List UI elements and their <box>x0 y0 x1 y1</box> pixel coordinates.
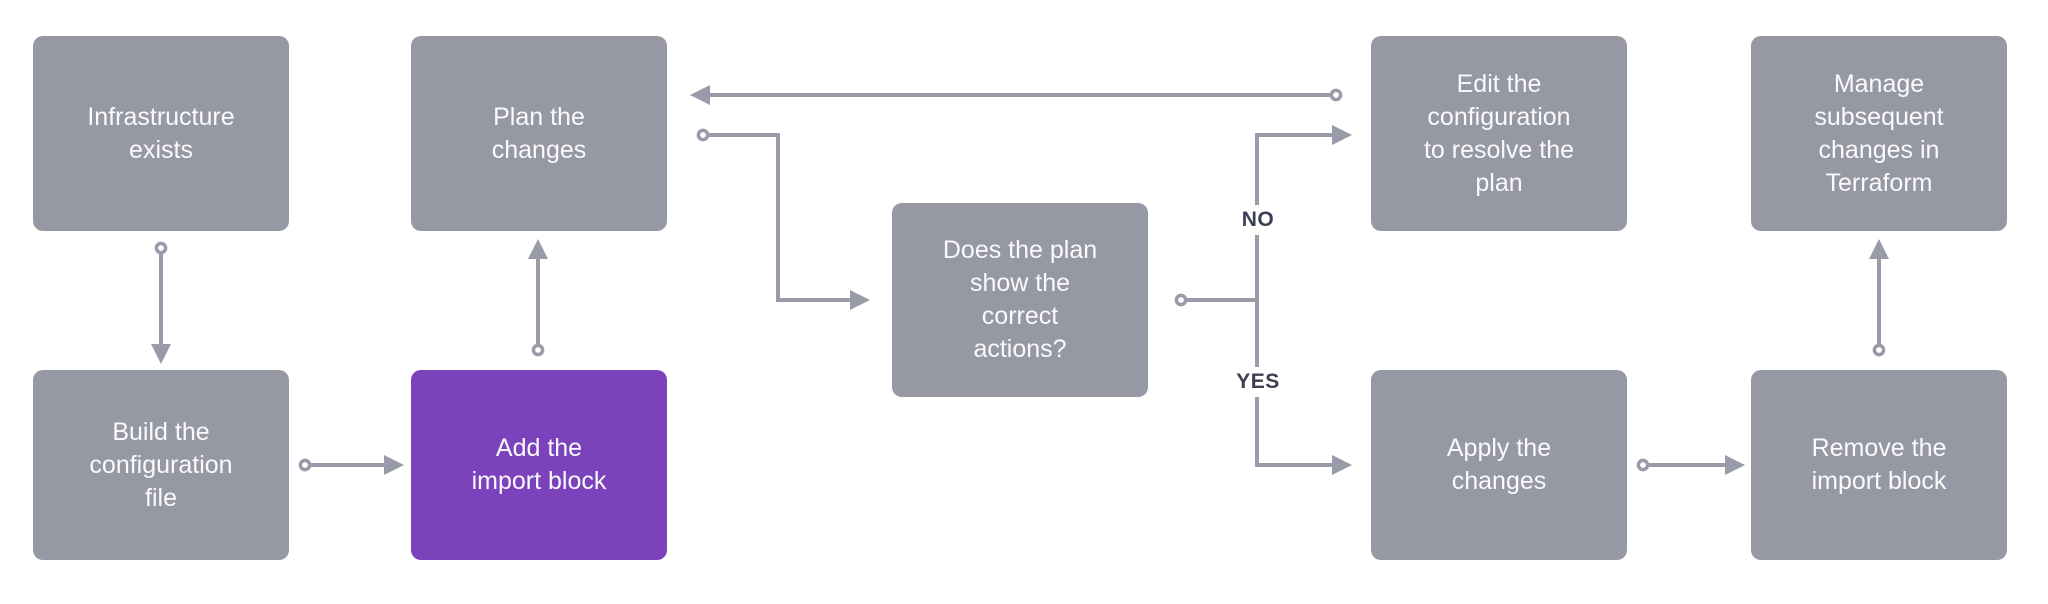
node-add-the-import-block: Add the import block <box>411 370 667 560</box>
node-apply-the-changes: Apply the changes <box>1371 370 1627 560</box>
node-label: Apply the changes <box>1446 434 1552 495</box>
node-label: Edit the configuration to resolve the pl… <box>1423 69 1575 197</box>
edge-decision-no-branch <box>1255 125 1352 302</box>
node-label: Plan the changes <box>491 102 587 164</box>
edge-label-yes: YES <box>1232 367 1284 397</box>
node-edit-the-configuration: Edit the configuration to resolve the pl… <box>1371 36 1627 231</box>
node-label: Add the import block <box>471 434 607 495</box>
node-manage-subsequent-changes: Manage subsequent changes in Terraform <box>1751 36 2007 231</box>
edge-label-no: NO <box>1237 205 1279 235</box>
node-remove-the-import-block: Remove the import block <box>1751 370 2007 560</box>
node-label: Manage subsequent changes in Terraform <box>1814 69 1944 197</box>
node-infrastructure-exists: Infrastructure exists <box>33 36 289 231</box>
node-build-the-configuration-file: Build the configuration file <box>33 370 289 560</box>
edge-plan-to-decision <box>696 128 870 310</box>
node-label: Build the configuration file <box>89 417 233 512</box>
node-decision-plan-correct: Does the plan show the correct actions? <box>892 203 1148 397</box>
node-label: Infrastructure exists <box>87 102 235 164</box>
node-plan-the-changes: Plan the changes <box>411 36 667 231</box>
node-label: Remove the import block <box>1811 434 1947 495</box>
edge-decision-yes-branch <box>1255 298 1352 475</box>
node-label: Does the plan show the correct actions? <box>942 236 1098 363</box>
